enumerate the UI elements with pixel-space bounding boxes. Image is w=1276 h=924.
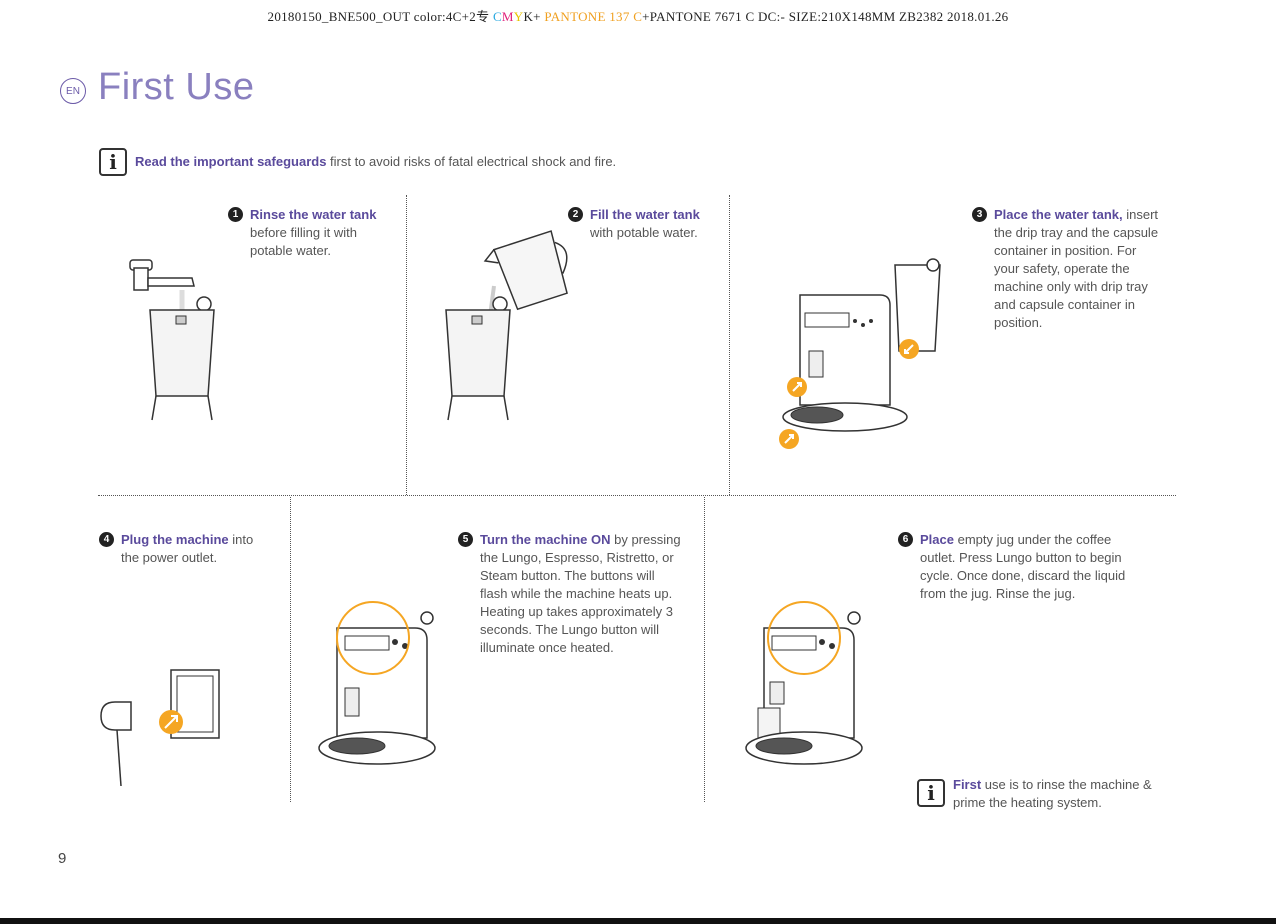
first-use-note: First use is to rinse the machine & prim… <box>953 777 1152 810</box>
language-badge: EN <box>60 78 86 104</box>
step-1: 1 Rinse the water tank before filling it… <box>228 206 390 260</box>
coffee-machine-icon <box>318 601 436 765</box>
divider <box>406 195 407 495</box>
plug-icon <box>100 669 220 787</box>
step-5: 5 Turn the machine ON by pressing the Lu… <box>458 531 685 657</box>
safety-notice: Read the important safeguards first to a… <box>135 154 617 169</box>
divider <box>290 497 291 802</box>
jug-icon <box>483 230 568 316</box>
page-number: 9 <box>58 850 67 867</box>
divider <box>98 495 1176 496</box>
step-2: 2 Fill the water tank with potable water… <box>568 206 710 242</box>
bottom-rule <box>0 918 1276 924</box>
divider <box>704 497 705 802</box>
water-tank-icon <box>445 296 511 421</box>
step-3: 3 Place the water tank, insert the drip … <box>972 206 1159 332</box>
print-header: 20180150_BNE500_OUT color:4C+2专 CMYK+ PA… <box>267 9 1009 24</box>
step-6: 6 Place empty jug under the coffee outle… <box>898 531 1145 603</box>
divider <box>729 195 730 495</box>
info-icon: i <box>917 779 945 807</box>
water-tank-icon <box>149 290 215 421</box>
step-4: 4 Plug the machine into the power outlet… <box>99 531 261 567</box>
info-icon: i <box>99 148 127 176</box>
coffee-machine-icon <box>779 258 941 449</box>
coffee-machine-icon <box>745 601 863 765</box>
tap-icon <box>129 259 195 291</box>
page-title: First Use <box>98 66 255 108</box>
